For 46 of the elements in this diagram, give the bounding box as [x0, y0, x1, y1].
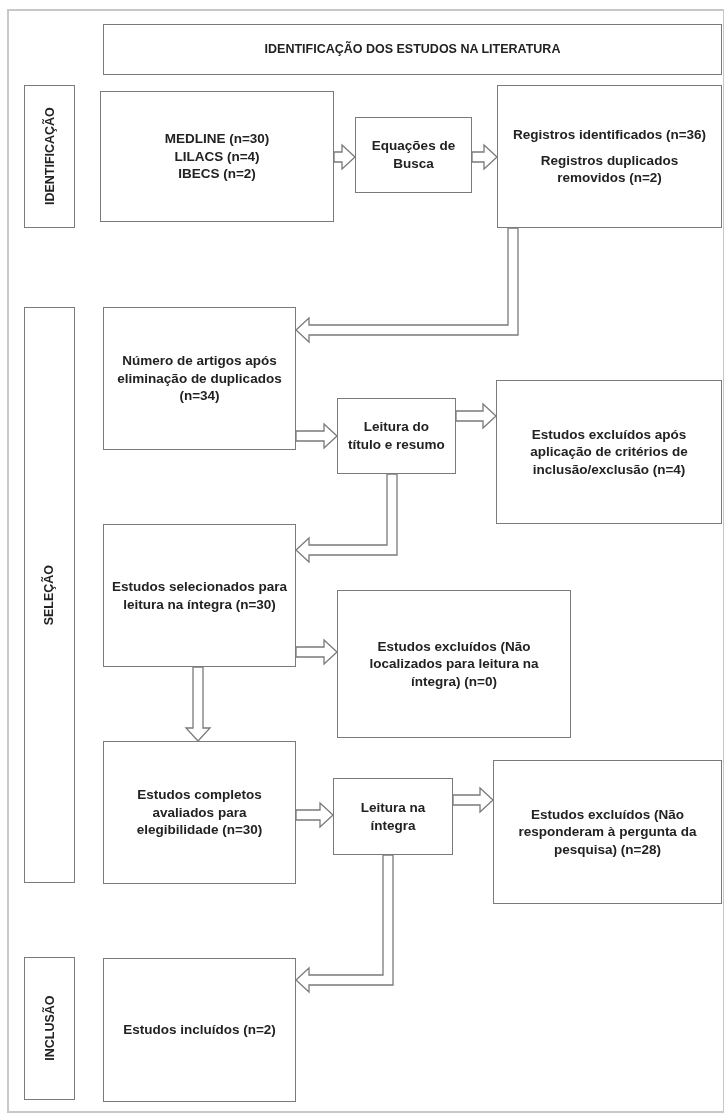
node-text: Leitura do título e resumo [347, 418, 446, 454]
stage-label: SELEÇÃO [41, 564, 58, 626]
stage-label: IDENTIFICAÇÃO [41, 107, 58, 206]
node-text: Estudos incluídos (n=2) [123, 1021, 276, 1039]
process-box [355, 117, 472, 193]
process-box [103, 958, 296, 1102]
block-arrow [333, 143, 356, 171]
node-text: Número de artigos após eliminação de duplicados (n=34) [116, 352, 283, 405]
process-box [103, 741, 296, 884]
stage-label-box [24, 307, 75, 883]
node-text: Registros duplicados removidos (n=2) [539, 151, 680, 187]
node-text: Estudos excluídos após aplicação de critérios de inclusão/exclusão (n=4) [529, 425, 689, 479]
node-text: IBECS (n=2) [178, 165, 256, 183]
node-text: LILACS (n=4) [174, 147, 260, 166]
stage-label-box [24, 85, 75, 228]
header-box [103, 24, 722, 75]
process-box [100, 91, 334, 222]
process-box [496, 380, 722, 524]
process-box [333, 778, 453, 855]
block-arrow [295, 422, 338, 450]
node-text: MEDLINE (n=30) [164, 130, 270, 148]
node-text: Estudos selecionados para leitura na íntegra (n=30) [112, 577, 287, 614]
block-arrow [295, 638, 338, 666]
block-arrow [295, 227, 519, 344]
node-text: Estudos completos avaliados para elegibilidade (n=30) [135, 786, 264, 839]
node-text: Estudos excluídos (Não localizados para leitura na íntegra) (n=0) [368, 637, 540, 691]
node-text: Registros identificados (n=36) [512, 126, 707, 144]
process-box [103, 524, 296, 667]
block-arrow [295, 801, 334, 829]
stage-label: INCLUSÃO [41, 995, 58, 1062]
block-arrow [471, 143, 498, 171]
process-box [103, 307, 296, 450]
stage-label-box [24, 957, 75, 1100]
process-box [497, 85, 722, 228]
node-text: Leitura na íntegra [359, 798, 427, 835]
process-box [337, 398, 456, 474]
process-box [337, 590, 571, 738]
node-text: Equações de Busca [370, 137, 457, 173]
node-text: Estudos excluídos (Não responderam à pergunta da pesquisa) (n=28) [517, 805, 698, 859]
block-arrow [295, 854, 394, 994]
block-arrow [452, 786, 494, 814]
process-box [493, 760, 722, 904]
block-arrow [455, 402, 497, 430]
block-arrow [184, 666, 212, 742]
block-arrow [295, 473, 398, 564]
node-text: IDENTIFICAÇÃO DOS ESTUDOS NA LITERATURA [264, 41, 561, 58]
